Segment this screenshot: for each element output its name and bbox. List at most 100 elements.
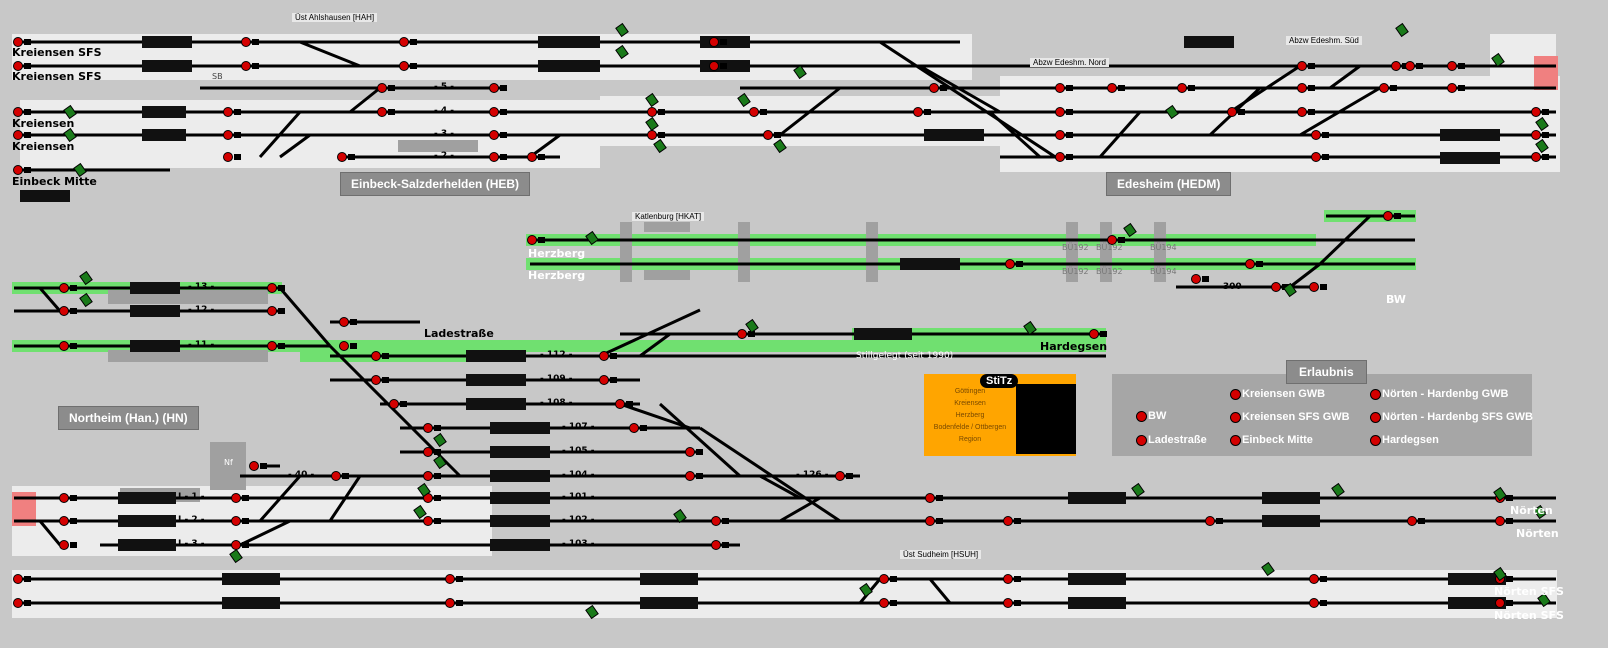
main-signal-icon[interactable]: [249, 461, 259, 471]
erlaubnis-item[interactable]: Hardegsen: [1382, 434, 1439, 446]
main-signal-icon[interactable]: [1297, 83, 1307, 93]
stitz-item[interactable]: Bodenfelde / Ottbergen: [933, 424, 1007, 431]
main-signal-icon[interactable]: [13, 165, 23, 175]
main-signal-icon[interactable]: [241, 37, 251, 47]
shunt-signal-icon[interactable]: [859, 582, 873, 598]
shunt-signal-icon[interactable]: [1331, 482, 1345, 498]
main-signal-icon[interactable]: [879, 598, 889, 608]
main-signal-icon[interactable]: [13, 37, 23, 47]
main-signal-icon[interactable]: [489, 107, 499, 117]
shunt-signal-icon[interactable]: [229, 548, 243, 564]
main-signal-icon[interactable]: [685, 471, 695, 481]
shunt-signal-icon[interactable]: [1535, 138, 1549, 154]
main-signal-icon[interactable]: [835, 471, 845, 481]
main-signal-icon[interactable]: [231, 493, 241, 503]
shunt-signal-icon[interactable]: [653, 138, 667, 154]
erlaubnis-indicator[interactable]: [1370, 412, 1381, 423]
main-signal-icon[interactable]: [1055, 83, 1065, 93]
main-signal-icon[interactable]: [685, 447, 695, 457]
main-signal-icon[interactable]: [711, 516, 721, 526]
main-signal-icon[interactable]: [13, 598, 23, 608]
main-signal-icon[interactable]: [267, 341, 277, 351]
erlaubnis-item[interactable]: Nörten - Hardenbg SFS GWB: [1382, 411, 1533, 423]
main-signal-icon[interactable]: [629, 423, 639, 433]
main-signal-icon[interactable]: [1447, 61, 1457, 71]
main-signal-icon[interactable]: [929, 83, 939, 93]
main-signal-icon[interactable]: [1191, 274, 1201, 284]
erlaubnis-item[interactable]: BW: [1148, 410, 1167, 422]
main-signal-icon[interactable]: [647, 107, 657, 117]
main-signal-icon[interactable]: [1297, 61, 1307, 71]
main-signal-icon[interactable]: [1107, 83, 1117, 93]
shunt-signal-icon[interactable]: [645, 116, 659, 132]
main-signal-icon[interactable]: [423, 423, 433, 433]
main-signal-icon[interactable]: [423, 516, 433, 526]
main-signal-icon[interactable]: [709, 61, 719, 71]
main-signal-icon[interactable]: [389, 399, 399, 409]
main-signal-icon[interactable]: [339, 341, 349, 351]
main-signal-icon[interactable]: [59, 540, 69, 550]
main-signal-icon[interactable]: [223, 107, 233, 117]
main-signal-icon[interactable]: [1531, 152, 1541, 162]
main-signal-icon[interactable]: [1271, 282, 1281, 292]
shunt-signal-icon[interactable]: [1537, 592, 1551, 608]
signals[interactable]: [13, 22, 1551, 620]
shunt-signal-icon[interactable]: [1533, 504, 1547, 520]
main-signal-icon[interactable]: [1391, 61, 1401, 71]
shunt-signal-icon[interactable]: [1023, 320, 1037, 336]
main-signal-icon[interactable]: [267, 306, 277, 316]
shunt-signal-icon[interactable]: [585, 604, 599, 620]
shunt-signal-icon[interactable]: [433, 454, 447, 470]
erlaubnis-item[interactable]: Kreiensen GWB: [1242, 388, 1326, 400]
main-signal-icon[interactable]: [445, 574, 455, 584]
main-signal-icon[interactable]: [1531, 107, 1541, 117]
shunt-signal-icon[interactable]: [73, 162, 87, 178]
stitz-panel[interactable]: StiTz Göttingen Kreiensen Herzberg Boden…: [924, 374, 1076, 456]
main-signal-icon[interactable]: [445, 598, 455, 608]
main-signal-icon[interactable]: [1055, 152, 1065, 162]
main-signal-icon[interactable]: [1531, 130, 1541, 140]
main-signal-icon[interactable]: [231, 516, 241, 526]
main-signal-icon[interactable]: [527, 152, 537, 162]
main-signal-icon[interactable]: [1311, 152, 1321, 162]
shunt-signal-icon[interactable]: [1123, 222, 1137, 238]
main-signal-icon[interactable]: [1311, 130, 1321, 140]
main-signal-icon[interactable]: [399, 37, 409, 47]
erlaubnis-item[interactable]: Kreiensen SFS GWB: [1242, 411, 1350, 423]
main-signal-icon[interactable]: [399, 61, 409, 71]
main-signal-icon[interactable]: [913, 107, 923, 117]
main-signal-icon[interactable]: [223, 152, 233, 162]
shunt-signal-icon[interactable]: [1283, 282, 1297, 298]
shunt-signal-icon[interactable]: [585, 230, 599, 246]
shunt-signal-icon[interactable]: [615, 44, 629, 60]
shunt-signal-icon[interactable]: [433, 432, 447, 448]
main-signal-icon[interactable]: [331, 471, 341, 481]
main-signal-icon[interactable]: [1495, 516, 1505, 526]
main-signal-icon[interactable]: [1177, 83, 1187, 93]
erlaubnis-indicator[interactable]: [1230, 389, 1241, 400]
main-signal-icon[interactable]: [339, 317, 349, 327]
main-signal-icon[interactable]: [489, 130, 499, 140]
main-signal-icon[interactable]: [423, 471, 433, 481]
main-signal-icon[interactable]: [879, 574, 889, 584]
alarm-box-east[interactable]: [1534, 56, 1558, 90]
main-signal-icon[interactable]: [1055, 107, 1065, 117]
erlaubnis-indicator[interactable]: [1230, 435, 1241, 446]
shunt-signal-icon[interactable]: [1491, 52, 1505, 68]
main-signal-icon[interactable]: [371, 375, 381, 385]
main-signal-icon[interactable]: [337, 152, 347, 162]
main-signal-icon[interactable]: [423, 447, 433, 457]
main-signal-icon[interactable]: [647, 130, 657, 140]
main-signal-icon[interactable]: [13, 61, 23, 71]
main-signal-icon[interactable]: [231, 540, 241, 550]
main-signal-icon[interactable]: [1003, 598, 1013, 608]
main-signal-icon[interactable]: [1309, 282, 1319, 292]
main-signal-icon[interactable]: [377, 107, 387, 117]
main-signal-icon[interactable]: [1407, 516, 1417, 526]
erlaubnis-indicator[interactable]: [1370, 435, 1381, 446]
shunt-signal-icon[interactable]: [745, 318, 759, 334]
shunt-signal-icon[interactable]: [673, 508, 687, 524]
shunt-signal-icon[interactable]: [79, 292, 93, 308]
main-signal-icon[interactable]: [711, 540, 721, 550]
erlaubnis-item[interactable]: Ladestraße: [1148, 434, 1207, 446]
